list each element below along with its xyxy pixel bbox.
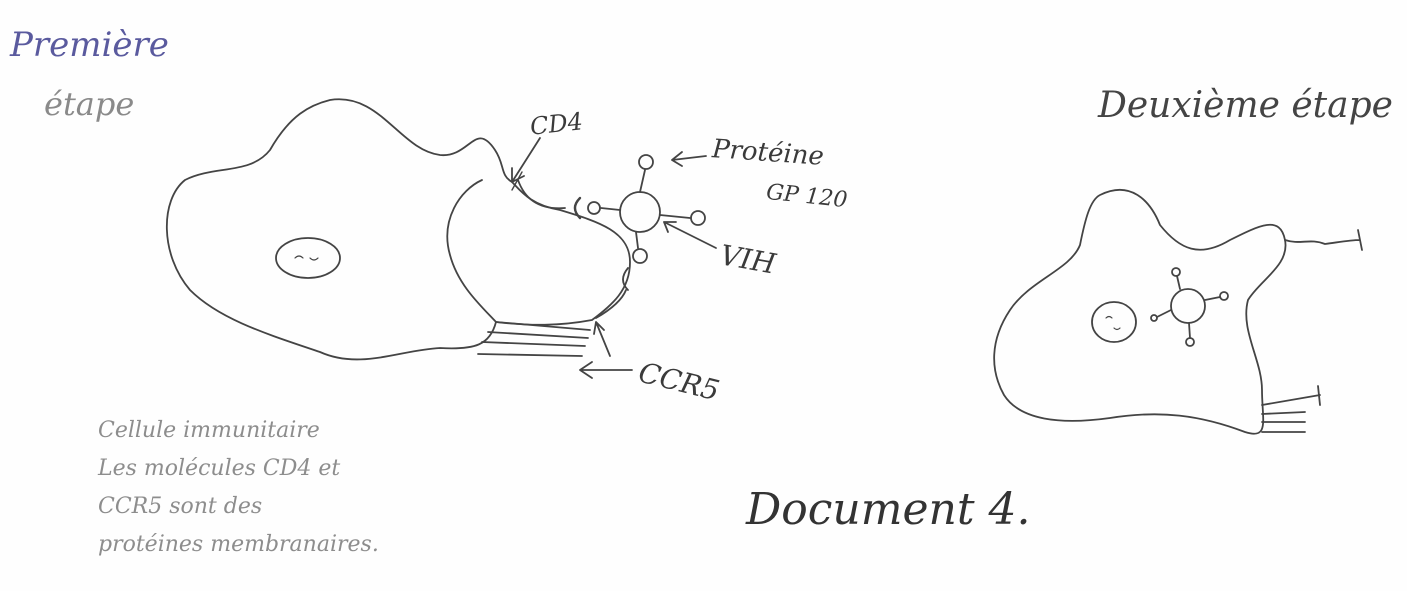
membrane-fold [447, 180, 496, 322]
arrow-protein [672, 152, 706, 166]
arrow-cd4 [512, 138, 540, 182]
arrow-vih [664, 222, 716, 248]
cell2-cd4-tail [1285, 230, 1362, 250]
step1-label-line1: Première [10, 28, 169, 62]
cell1-nucleus [276, 238, 340, 278]
document-title: Document 4. [746, 488, 1031, 532]
vih-virus [620, 192, 660, 232]
immune-cell-membrane [167, 99, 630, 359]
cell2-nucleus [1092, 302, 1136, 342]
cell2-ccr5-strands [1262, 386, 1320, 432]
infected-cell-membrane [994, 190, 1285, 434]
step2-label: Deuxième étape [1098, 88, 1393, 124]
caption-line-2: Les molécules CD4 et [98, 450, 379, 488]
gp120-bound [588, 202, 600, 214]
caption-line-3: CCR5 sont des [98, 488, 379, 526]
caption-line-1: Cellule immunitaire [98, 412, 379, 450]
caption-block: Cellule immunitaire Les molécules CD4 et… [98, 412, 379, 564]
cd4-label: CD4 [529, 109, 584, 138]
protein-label-line1: Protéine [711, 136, 824, 170]
caption-line-4: protéines membranaires. [98, 526, 379, 564]
arrow-ccr5 [580, 362, 632, 378]
vih-inside-cell [1171, 289, 1205, 323]
step1-label-line2: étape [44, 88, 134, 120]
